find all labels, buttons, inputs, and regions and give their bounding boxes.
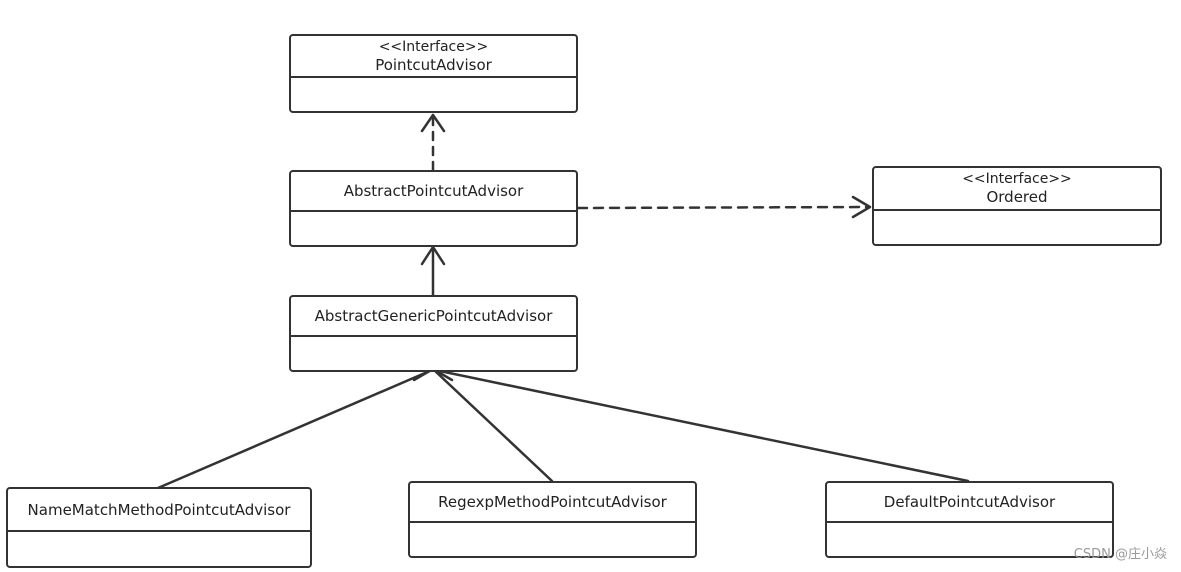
stereotype-label: <<Interface>> [378,38,489,55]
class-header: <<Interface>> PointcutAdvisor [291,36,576,78]
class-regexp-method-pointcut-advisor: RegexpMethodPointcutAdvisor [408,481,697,558]
realization-pointcutadvisor-arrowhead [420,113,446,133]
generalization-regexp-line [432,368,554,483]
class-header: DefaultPointcutAdvisor [827,483,1112,523]
class-header: RegexpMethodPointcutAdvisor [410,483,695,523]
class-header: AbstractGenericPointcutAdvisor [291,297,576,337]
class-name: RegexpMethodPointcutAdvisor [438,493,667,511]
realization-ordered-arrowhead [851,195,872,219]
class-name: DefaultPointcutAdvisor [883,493,1056,511]
class-ordered: <<Interface>> Ordered [872,166,1162,246]
class-abstract-pointcut-advisor: AbstractPointcutAdvisor [289,170,578,247]
class-name: Ordered [986,188,1048,206]
class-default-pointcut-advisor: DefaultPointcutAdvisor [825,481,1114,558]
generalization-abstract-arrowhead [420,245,446,266]
class-name-match-method-pointcut-advisor: NameMatchMethodPointcutAdvisor [6,487,312,568]
generalization-default-line [433,368,970,483]
class-name: AbstractPointcutAdvisor [343,182,524,200]
class-header: AbstractPointcutAdvisor [291,172,576,212]
class-abstract-generic-pointcut-advisor: AbstractGenericPointcutAdvisor [289,295,578,372]
class-name: PointcutAdvisor [375,55,492,74]
watermark-text: CSDN @庄小焱 [1073,547,1167,562]
class-pointcut-advisor: <<Interface>> PointcutAdvisor [289,34,578,113]
realization-ordered-line [576,205,871,210]
class-header: <<Interface>> Ordered [874,168,1160,211]
class-name: NameMatchMethodPointcutAdvisor [27,500,291,519]
class-header: NameMatchMethodPointcutAdvisor [8,489,310,532]
class-name: AbstractGenericPointcutAdvisor [314,307,553,325]
generalization-namematch-line [156,368,434,490]
stereotype-label: <<Interface>> [962,171,1072,187]
